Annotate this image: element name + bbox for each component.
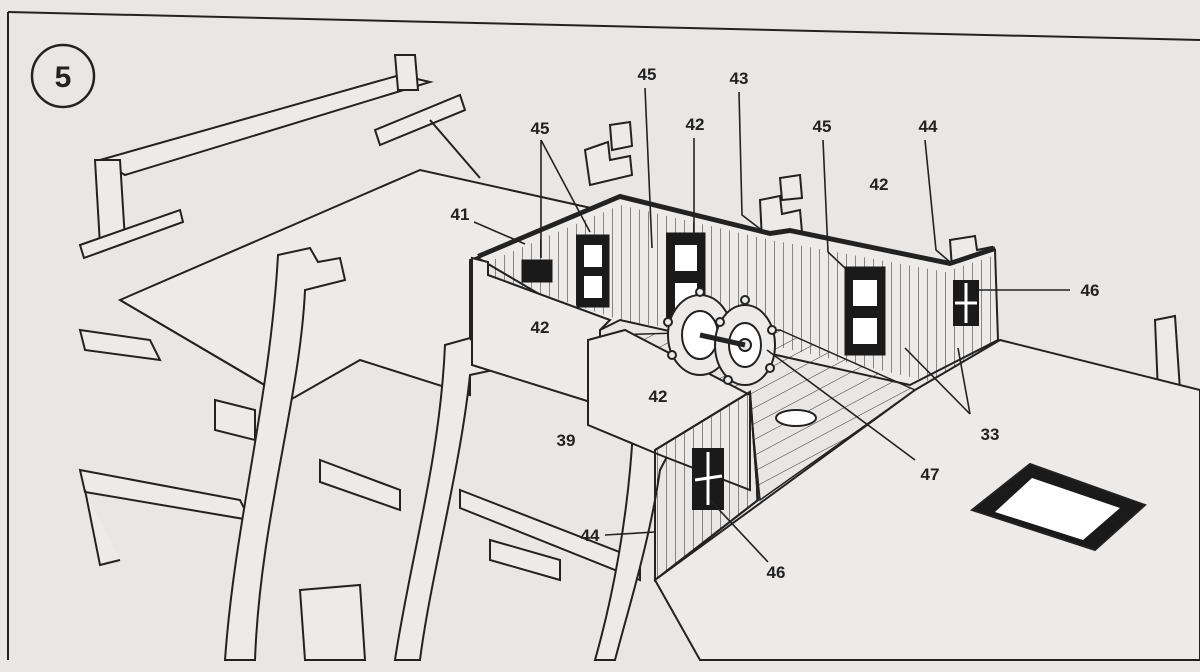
callout-46-a: 46	[1081, 281, 1100, 300]
callout-44-a: 44	[919, 117, 938, 136]
steering-wheel	[663, 287, 777, 386]
step-number: 5	[55, 61, 72, 94]
figure-frame	[7, 11, 1200, 660]
callout-33: 33	[981, 425, 1000, 444]
deck-hatch-round	[775, 409, 817, 427]
window-left	[692, 448, 724, 510]
rail	[78, 54, 481, 260]
cabin	[471, 193, 1200, 661]
callout-42-c: 42	[531, 318, 550, 337]
callout-45-b: 45	[638, 65, 657, 84]
callout-44-b: 44	[581, 526, 600, 545]
callout-43: 43	[730, 69, 749, 88]
callout-42-a: 42	[686, 115, 705, 134]
step-number-badge: 5	[30, 43, 96, 109]
leader-lines	[473, 87, 1070, 563]
callout-45-a: 45	[531, 119, 550, 138]
lower-deck-beams	[78, 328, 641, 661]
callout-42-b: 42	[870, 175, 889, 194]
window-right	[953, 280, 979, 326]
callout-39: 39	[557, 431, 576, 450]
callout-42-d: 42	[649, 387, 668, 406]
callout-47: 47	[921, 465, 940, 484]
callout-45-c: 45	[813, 117, 832, 136]
callout-41: 41	[451, 205, 470, 224]
callouts: 41 45 45 42 43 45 44 42 46 42 42 39 33 4…	[451, 65, 1100, 582]
upper-deck	[117, 168, 604, 402]
callout-46-b: 46	[767, 563, 786, 582]
